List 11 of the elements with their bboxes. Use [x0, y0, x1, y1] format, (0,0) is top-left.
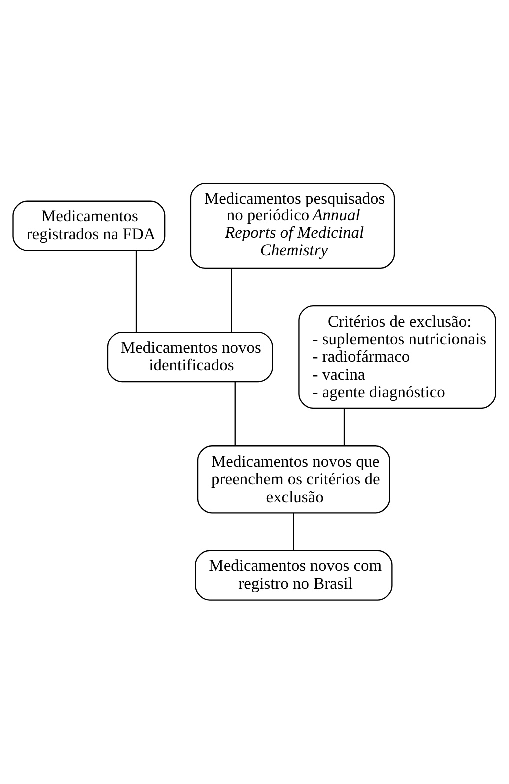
- node-box: Critérios de exclusão: - suplementos nutricionais - radiofármaco - vacina - agente diagnóstico: [298, 306, 496, 410]
- node-box: Medicamentos pesquisados no periódico Annual Reports of Medicinal Chemistry: [190, 183, 396, 270]
- connector: [344, 408, 346, 446]
- node-box: Medicamentos registrados na FDA: [12, 200, 166, 252]
- connector: [231, 268, 232, 332]
- connector: [234, 382, 236, 446]
- node-box: Medicamentos novos que preenchem os critérios de exclusão: [197, 446, 390, 514]
- node-box: Medicamentos novos identificados: [107, 332, 274, 383]
- connector: [136, 251, 138, 332]
- connector: [293, 513, 295, 551]
- node-box: Medicamentos novos com registro no Brasil: [195, 550, 393, 601]
